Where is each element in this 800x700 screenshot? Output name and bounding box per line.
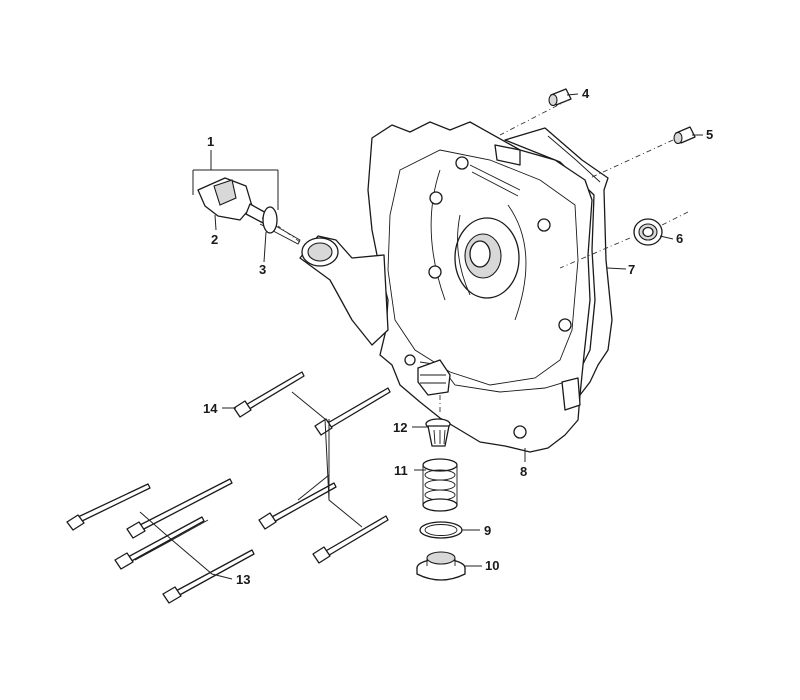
callout-6: 6 — [676, 231, 683, 246]
bolt-13-c — [114, 516, 205, 570]
callout-11: 11 — [394, 463, 408, 478]
callout-1: 1 — [207, 134, 214, 149]
callout-12: 12 — [393, 420, 407, 435]
callout-2: 2 — [211, 232, 218, 247]
callouts: 1 2 3 4 5 6 7 8 9 10 11 12 13 14 — [203, 86, 713, 587]
bolt-14-c — [258, 482, 337, 530]
callout-9: 9 — [484, 523, 491, 538]
bolt-13-a — [66, 483, 151, 531]
dowel-pin-5 — [673, 126, 696, 145]
dowel-pin-4 — [548, 88, 572, 107]
strainer-screen — [425, 418, 451, 447]
alignment-lines — [277, 99, 689, 412]
bolt-13-b — [126, 478, 233, 539]
o-ring-3 — [262, 206, 278, 234]
callout-10: 10 — [485, 558, 499, 573]
callout-13: 13 — [236, 572, 250, 587]
crankcase-cover — [299, 121, 593, 453]
drain-plug — [416, 551, 466, 581]
bolt-13-d — [162, 549, 255, 604]
bolt-14-d — [312, 515, 389, 564]
callout-4: 4 — [582, 86, 590, 101]
callout-14: 14 — [203, 401, 218, 416]
callout-7: 7 — [628, 262, 635, 277]
bolt-14-b — [314, 387, 391, 436]
callout-3: 3 — [259, 262, 266, 277]
callout-8: 8 — [520, 464, 527, 479]
bolt-14-a — [233, 371, 305, 418]
spring — [422, 458, 458, 512]
o-ring-9 — [419, 521, 463, 539]
leader-lines — [134, 93, 703, 580]
callout-5: 5 — [706, 127, 713, 142]
gasket — [504, 127, 613, 396]
oil-seal — [633, 218, 663, 246]
